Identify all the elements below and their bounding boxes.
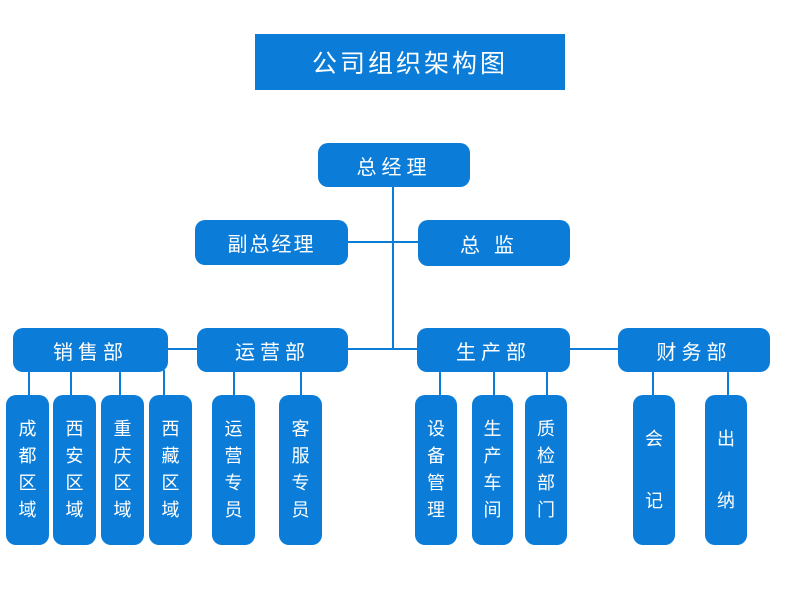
node-label: 生产车间 xyxy=(483,419,502,520)
node-label: 客服专员 xyxy=(291,419,310,520)
connector-child-equipment xyxy=(439,370,441,396)
connector-child-workshop xyxy=(493,370,495,396)
node-child-customer-service-specialist: 客服专员 xyxy=(279,395,322,545)
node-child-operations-specialist: 运营专员 xyxy=(212,395,255,545)
node-child-chongqing-region: 重庆区域 xyxy=(101,395,144,545)
connector-child-chengdu xyxy=(28,370,30,396)
connector-root-vertical xyxy=(392,187,394,349)
node-director: 总监 xyxy=(418,220,570,266)
node-child-quality-inspection: 质检部门 xyxy=(525,395,567,545)
node-label: 设备管理 xyxy=(427,419,445,520)
node-child-production-workshop: 生产车间 xyxy=(472,395,513,545)
node-child-equipment-management: 设备管理 xyxy=(415,395,457,545)
node-label: 出纳 xyxy=(717,429,735,511)
chart-title: 公司组织架构图 xyxy=(255,34,565,90)
node-label: 重庆区域 xyxy=(113,419,132,520)
node-dept-sales: 销售部 xyxy=(13,328,168,372)
node-general-manager: 总经理 xyxy=(318,143,470,187)
connector-level2-horizontal xyxy=(348,241,418,243)
node-label: 成都区域 xyxy=(18,419,37,520)
connector-child-cashier xyxy=(727,370,729,396)
connector-child-cs-specialist xyxy=(300,370,302,396)
connector-child-xian xyxy=(70,370,72,396)
node-child-accounting: 会记 xyxy=(633,395,675,545)
connector-child-chongqing xyxy=(119,370,121,396)
node-child-tibet-region: 西藏区域 xyxy=(149,395,192,545)
node-dept-finance: 财务部 xyxy=(618,328,770,372)
connector-child-quality xyxy=(546,370,548,396)
node-deputy-general-manager: 副总经理 xyxy=(195,220,348,265)
node-label: 质检部门 xyxy=(537,419,555,520)
node-dept-operations: 运营部 xyxy=(197,328,348,372)
connector-child-ops-specialist xyxy=(233,370,235,396)
node-child-cashier: 出纳 xyxy=(705,395,747,545)
node-label: 西藏区域 xyxy=(161,419,180,520)
node-label: 西安区域 xyxy=(65,419,84,520)
node-dept-production: 生产部 xyxy=(417,328,570,372)
connector-departments-horizontal xyxy=(168,348,618,350)
connector-child-accounting xyxy=(652,370,654,396)
node-child-chengdu-region: 成都区域 xyxy=(6,395,49,545)
node-label: 会记 xyxy=(645,429,663,511)
node-label: 运营专员 xyxy=(224,419,243,520)
node-child-xian-region: 西安区域 xyxy=(53,395,96,545)
connector-child-tibet xyxy=(163,370,165,396)
